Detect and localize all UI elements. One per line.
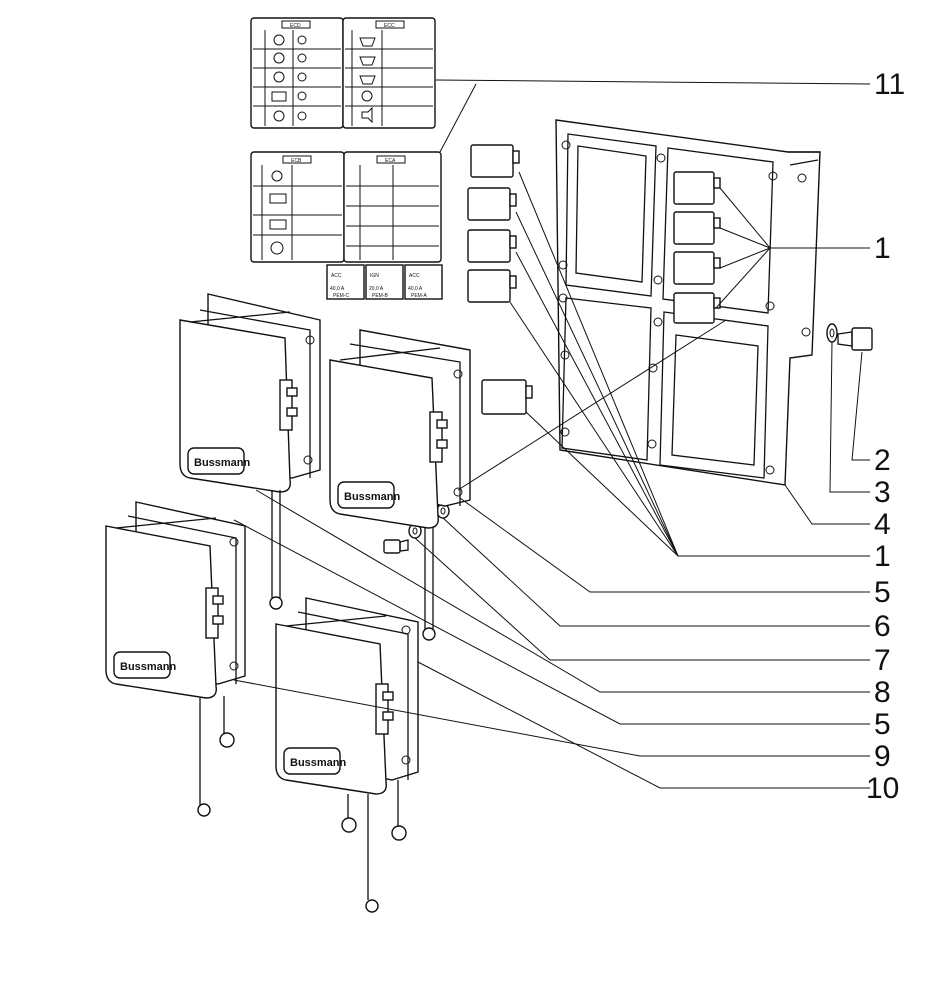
label-panel-eca-title: ECA bbox=[385, 158, 396, 164]
callout-1-top: 1 bbox=[874, 232, 891, 265]
brand-label: Bussmann bbox=[120, 661, 177, 673]
callout-5-top: 5 bbox=[874, 576, 891, 609]
label-panel-eca: ECA bbox=[343, 151, 442, 263]
fuse-box: Bussmann bbox=[105, 501, 246, 817]
relay bbox=[673, 251, 721, 285]
fuse-tag-code: PEM-C bbox=[333, 293, 350, 299]
label-panel-ecb: ECB bbox=[250, 151, 345, 263]
fuse-tag-name: IGN bbox=[370, 273, 379, 279]
relay bbox=[467, 229, 517, 263]
brand-label: Bussmann bbox=[344, 491, 401, 503]
leader-lines bbox=[233, 79, 871, 789]
relay bbox=[467, 269, 517, 303]
fuse-tag-amp1: 40,0 A bbox=[408, 286, 423, 292]
fuse-label-panels: ECD ECC bbox=[250, 17, 443, 300]
label-panel-ecd-title: ECD bbox=[290, 23, 301, 29]
callout-8: 8 bbox=[874, 676, 891, 709]
fuse-tag-code: PEM-B bbox=[372, 293, 389, 299]
callout-6: 6 bbox=[874, 610, 891, 643]
callout-1-bottom: 1 bbox=[874, 540, 891, 573]
relay bbox=[481, 379, 533, 415]
fuse-tag-pem-b: IGN 20,0 A PEM-B bbox=[365, 264, 404, 300]
brand-label: Bussmann bbox=[194, 457, 251, 469]
fuse-tag-code: PEM-A bbox=[411, 293, 428, 299]
fuse-box: Bussmann bbox=[179, 293, 321, 610]
callout-numbers: 11 1 2 3 4 1 5 6 7 8 5 9 10 bbox=[866, 68, 905, 805]
callout-3: 3 bbox=[874, 476, 891, 509]
bolt bbox=[837, 327, 873, 351]
label-panel-ecb-title: ECB bbox=[291, 158, 302, 164]
relays-on-bracket bbox=[673, 171, 721, 324]
callout-2: 2 bbox=[874, 444, 891, 477]
label-panel-ecc: ECC bbox=[342, 17, 436, 129]
small-washer bbox=[408, 523, 422, 539]
label-panel-ecc-title: ECC bbox=[384, 23, 395, 29]
fuse-box: Bussmann bbox=[275, 597, 419, 913]
small-bolt bbox=[383, 539, 409, 554]
callout-4: 4 bbox=[874, 508, 891, 541]
relay bbox=[673, 211, 721, 245]
callout-9: 9 bbox=[874, 740, 891, 773]
fuse-tag-name: ACC bbox=[409, 273, 420, 279]
relay bbox=[470, 144, 520, 178]
fuse-box: Bussmann bbox=[329, 329, 471, 641]
fuse-tag-pem-c: ACC 40,0 A PEM-C bbox=[326, 264, 365, 300]
relay bbox=[673, 171, 721, 205]
callout-10: 10 bbox=[866, 772, 899, 805]
washer bbox=[826, 323, 838, 343]
loose-relays bbox=[467, 144, 533, 415]
callout-11: 11 bbox=[874, 68, 905, 101]
fuse-tag-amp1: 20,0 A bbox=[369, 286, 384, 292]
label-panel-ecd: ECD bbox=[250, 17, 344, 129]
relay bbox=[673, 292, 721, 324]
relay bbox=[467, 187, 517, 221]
callout-7: 7 bbox=[874, 644, 891, 677]
fuse-tag-pem-a: ACC 40,0 A PEM-A bbox=[404, 264, 443, 300]
fuse-tag-name: ACC bbox=[331, 273, 342, 279]
callout-5-bottom: 5 bbox=[874, 708, 891, 741]
fuse-tag-amp1: 40,0 A bbox=[330, 286, 345, 292]
brand-label: Bussmann bbox=[290, 757, 347, 769]
